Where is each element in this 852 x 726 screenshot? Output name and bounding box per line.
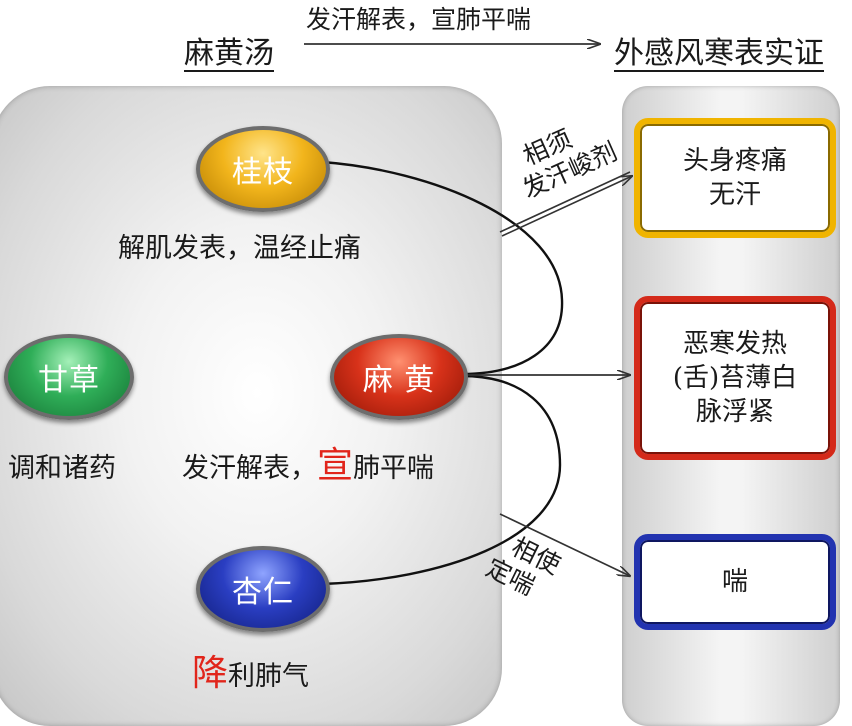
guizhi-effect: 解肌发表，温经止痛 <box>118 233 361 264</box>
xiangxu-arrow-a <box>499 171 631 233</box>
symptom-2-line2: (舌)苔薄白 <box>672 363 798 393</box>
xiangxu-arrow-b <box>501 176 632 237</box>
symptom-2-line1: 恶寒发热 <box>682 329 787 359</box>
symptom-box-3: 喘 <box>634 534 836 630</box>
mahuang-effect-highlight: 宣 <box>317 445 354 486</box>
mahuang-effect-post: 肺平喘 <box>353 453 435 484</box>
mahuang-effect: 发汗解表，宣肺平喘 <box>182 436 434 488</box>
xingren-effect-highlight: 降 <box>192 653 229 694</box>
xiangshi-arrow <box>499 513 630 576</box>
xingren-effect-post: 利肺气 <box>228 661 310 692</box>
symptom-box-1: 头身疼痛 无汗 <box>634 118 836 238</box>
symptom-1-line2: 无汗 <box>708 180 761 210</box>
xingren-mahuang-curve <box>321 374 562 586</box>
herb-xingren-pill: 杏仁 <box>196 546 330 632</box>
herb-gancao-pill: 甘草 <box>4 334 134 420</box>
symptom-3-line1: 喘 <box>721 567 748 597</box>
formula-title: 麻黄汤 <box>184 36 274 71</box>
symptom-box-2: 恶寒发热 (舌)苔薄白 脉浮紧 <box>634 296 836 460</box>
herb-guizhi-pill: 桂枝 <box>196 126 330 212</box>
connector-lines <box>304 0 852 586</box>
gancao-effect: 调和诸药 <box>8 453 116 484</box>
xingren-effect: 降利肺气 <box>192 644 309 696</box>
herb-mahuang-pill: 麻 黄 <box>330 334 468 420</box>
symptom-2-line3: 脉浮紧 <box>695 397 774 427</box>
syndrome-title: 外感风寒表实证 <box>614 36 824 71</box>
formula-action-text: 发汗解表，宣肺平喘 <box>306 5 532 34</box>
guizhi-mahuang-curve <box>321 160 564 376</box>
mahuang-effect-pre: 发汗解表， <box>182 453 317 484</box>
symptom-1-line1: 头身疼痛 <box>682 146 787 176</box>
